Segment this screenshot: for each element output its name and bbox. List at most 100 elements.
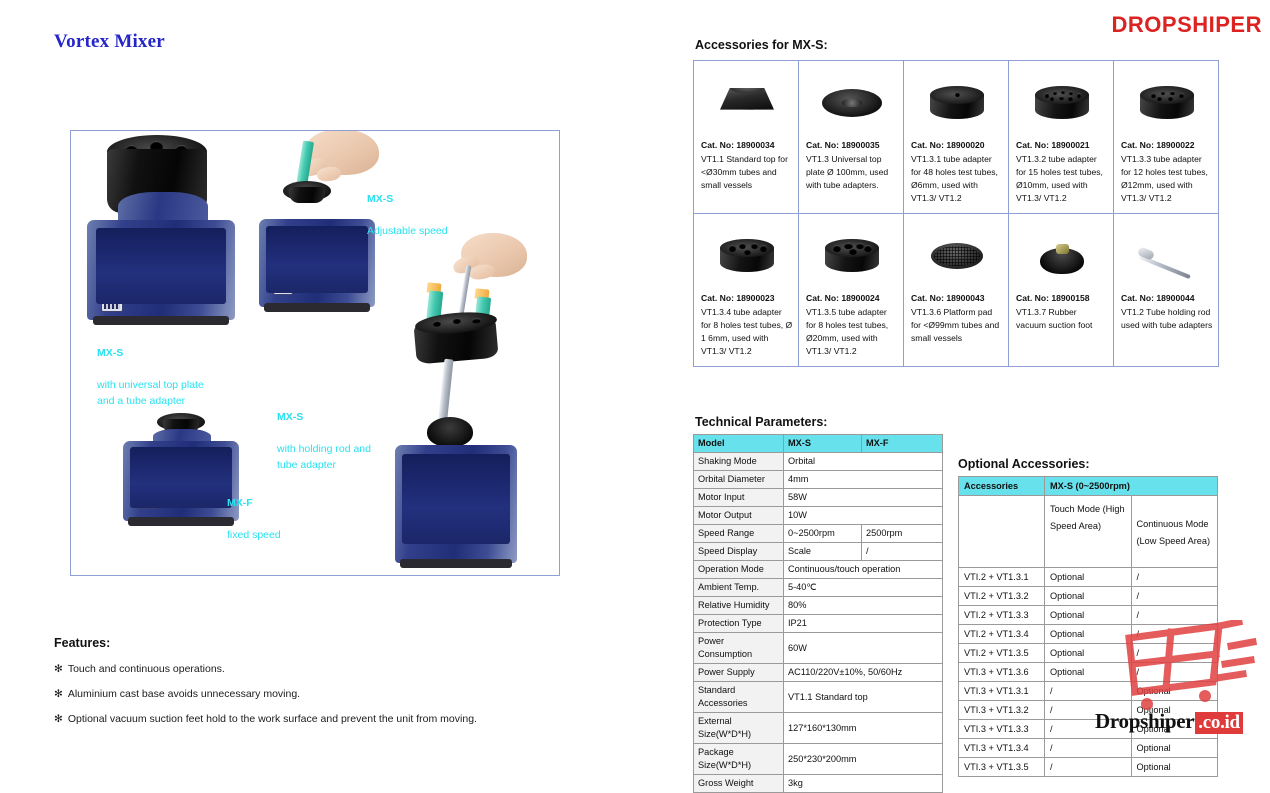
row-value: 3kg (783, 774, 943, 793)
row-accessory: VTI.3 + VT1.3.4 (958, 738, 1045, 758)
adapter-8-holes-16mm-icon (720, 239, 774, 272)
accessory-description: VT1.3.2 tube adapter for 15 holes test t… (1016, 154, 1103, 203)
accessory-catalog-number: Cat. No: 18900044 (1121, 293, 1195, 303)
table-row: VTI.3 + VT1.3.3 / Optional (958, 719, 1218, 739)
row-accessory: VTI.2 + VT1.3.4 (958, 624, 1045, 644)
accessory-cell-4: Cat. No: 18900022 VT1.3.3 tube adapter f… (1113, 60, 1219, 214)
accessory-catalog-number: Cat. No: 18900035 (806, 140, 880, 150)
adapter-12-holes-icon (1140, 86, 1194, 119)
row-accessory: VTI.2 + VT1.3.1 (958, 567, 1045, 587)
product-image-frame: BIOBASE 0 l l BIOBASE 0 l l (70, 130, 560, 576)
accessory-cell-7: Cat. No: 18900043 VT1.3.6 Platform pad f… (903, 213, 1009, 367)
accessory-figure (701, 220, 793, 292)
power-switch[interactable] (273, 283, 293, 295)
row-continuous: / (1130, 624, 1218, 644)
row-accessory: VTI.3 + VT1.3.2 (958, 700, 1045, 720)
row-value: 250*230*200mm (783, 743, 943, 775)
mixer-body: BIOBASE 0 l l (87, 220, 235, 325)
cone-top-icon (720, 88, 774, 110)
image-label-desc: with holding rod and tube adapter (277, 443, 371, 471)
table-header-row: Model MX-S MX-F (693, 434, 943, 453)
table-row: Standard Accessories VT1.1 Standard top (693, 681, 943, 713)
row-continuous: / (1130, 586, 1218, 606)
power-switch[interactable] (410, 529, 434, 543)
row-touch: Optional (1044, 643, 1132, 663)
accessory-figure (701, 67, 793, 139)
mixer-body: BIOBASE l l (123, 441, 239, 526)
feature-text: Touch and continuous operations. (67, 663, 225, 675)
row-label: Protection Type (693, 614, 784, 633)
page-title: Vortex Mixer (54, 31, 165, 52)
row-accessory: VTI.3 + VT1.3.5 (958, 757, 1045, 777)
adapter-48-holes-icon (930, 86, 984, 119)
row-label: Power Consumption (693, 632, 784, 664)
power-switch[interactable] (137, 497, 157, 509)
row-label: Package Size(W*D*H) (693, 743, 784, 775)
feature-item: ✻Touch and continuous operations. (54, 663, 654, 675)
accessory-description: VT1.3.1 tube adapter for 48 holes test t… (911, 154, 998, 203)
row-label: Gross Weight (693, 774, 784, 793)
right-column: DROPSHIPER Accessories for MX-S: Cat. No… (690, 0, 1270, 793)
speed-knob[interactable] (433, 483, 467, 517)
power-switch[interactable] (101, 298, 123, 312)
accessory-cell-9: Cat. No: 18900044 VT1.2 Tube holding rod… (1113, 213, 1219, 367)
row-continuous: Optional (1130, 681, 1218, 701)
table-row: Protection Type IP21 (693, 614, 943, 633)
header-mxs: MX-S (783, 434, 862, 453)
image-label-name: MX-S (367, 193, 394, 205)
row-value: 4mm (783, 470, 943, 489)
row-label: Speed Display (693, 542, 784, 561)
accessory-figure (1121, 220, 1213, 292)
row-continuous: Optional (1130, 700, 1218, 720)
table-header-row: Accessories MX-S (0~2500rpm) (958, 476, 1218, 496)
row-continuous: / (1130, 605, 1218, 625)
row-value: 58W (783, 488, 943, 507)
accessory-description: VT1.3.7 Rubber vacuum suction foot (1016, 307, 1093, 330)
speed-knob[interactable] (295, 249, 323, 277)
row-touch: / (1044, 700, 1132, 720)
product-photo-mxf: BIOBASE l l (123, 413, 239, 526)
power-led-icon (415, 495, 420, 500)
image-label-mxs-adjustable: MX-S Adjustable speed (367, 175, 448, 239)
platform-pad-icon (931, 243, 983, 269)
table-row: VTI.2 + VT1.3.5 Optional / (958, 643, 1218, 663)
asterisk-icon: ✻ (54, 688, 63, 700)
row-touch: Optional (1044, 624, 1132, 644)
optional-accessories-table: Accessories MX-S (0~2500rpm) Touch Mode … (958, 476, 1218, 777)
accessory-description: VT1.3.4 tube adapter for 8 holes test tu… (701, 307, 793, 356)
row-value: 80% (783, 596, 943, 615)
accessory-figure (1016, 220, 1108, 292)
header-mxs-range: MX-S (0~2500rpm) (1044, 476, 1218, 496)
row-accessory: VTI.3 + VT1.3.3 (958, 719, 1045, 739)
row-value-mxs: Scale (783, 542, 862, 561)
product-photo-mxs-adjustable: BIOBASE 0 l l (259, 131, 379, 312)
table-row: Relative Humidity 80% (693, 596, 943, 615)
row-value: AC110/220V±10%, 50/60Hz (783, 663, 943, 682)
table-row: VTI.3 + VT1.3.1 / Optional (958, 681, 1218, 701)
row-label: Motor Output (693, 506, 784, 525)
row-value: 5-40℃ (783, 578, 943, 597)
accessory-description: VT1.3.3 tube adapter for 12 holes test t… (1121, 154, 1208, 203)
subheader-continuous-mode: Continuous Mode (Low Speed Area) (1130, 495, 1218, 568)
header-mxf: MX-F (861, 434, 943, 453)
accessory-description: VT1.1 Standard top for <Ø30mm tubes and … (701, 154, 788, 190)
accessories-heading: Accessories for MX-S: (695, 38, 828, 52)
table-row: VTI.2 + VT1.3.2 Optional / (958, 586, 1218, 606)
table-row: Power Supply AC110/220V±10%, 50/60Hz (693, 663, 943, 682)
accessory-figure (1016, 67, 1108, 139)
row-continuous: / (1130, 643, 1218, 663)
row-label: Power Supply (693, 663, 784, 682)
accessories-row: Cat. No: 18900034 VT1.1 Standard top for… (693, 60, 1219, 214)
speed-knob[interactable] (129, 256, 163, 290)
table-row: VTI.2 + VT1.3.3 Optional / (958, 605, 1218, 625)
row-accessory: VTI.2 + VT1.3.2 (958, 586, 1045, 606)
table-row: Package Size(W*D*H) 250*230*200mm (693, 743, 943, 775)
power-led-icon (109, 268, 114, 273)
universal-plate-icon (822, 89, 882, 117)
table-row: External Size(W*D*H) 127*160*130mm (693, 712, 943, 744)
power-led-icon (143, 475, 148, 480)
table-row: Power Consumption 60W (693, 632, 943, 664)
header-model: Model (693, 434, 784, 453)
row-label: External Size(W*D*H) (693, 712, 784, 744)
row-touch: / (1044, 681, 1132, 701)
